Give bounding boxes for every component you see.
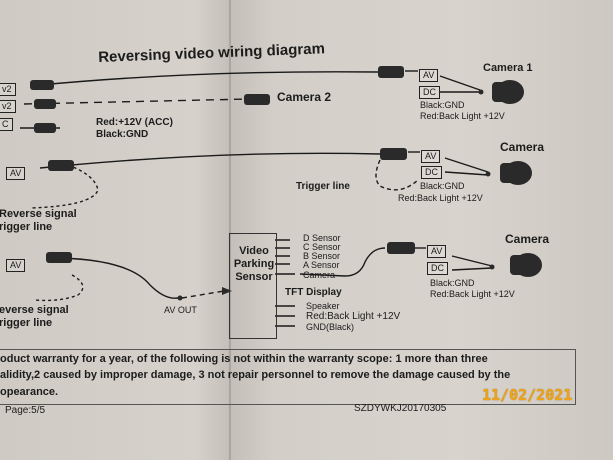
left-connector-3: [34, 123, 56, 133]
camera2-label: Camera 2: [277, 90, 332, 104]
av-out-label: AV OUT: [164, 305, 197, 315]
camera-low-connector: [387, 242, 415, 254]
sensor-unit-label: Video Parking Sensor: [233, 245, 275, 283]
left-fragment-box-1: v2: [0, 83, 16, 96]
warranty-line-2: alidity,2 caused by improper damage, 3 n…: [0, 369, 511, 381]
warranty-box: [0, 349, 576, 405]
left-av-box-1: AV: [6, 167, 26, 180]
left-fragment-box-3: C: [0, 118, 13, 131]
date-stamp: 11/02/2021: [482, 386, 573, 404]
av-out-cable: [59, 257, 179, 299]
warranty-line-1: oduct warranty for a year, of the follow…: [0, 353, 488, 365]
left-connector-1: [30, 80, 54, 90]
sensor-unit-box: [229, 233, 277, 339]
camera-mid-connector: [380, 148, 407, 160]
left-connector-5: [46, 252, 72, 263]
power-black-gnd: Black:GND: [96, 129, 149, 140]
tft-display-label: TFT Display: [285, 287, 342, 298]
sensor-input-a: A Sensor: [303, 260, 340, 270]
warranty-line-3: opearance.: [0, 386, 59, 398]
camera-low-red-backlight: Red:Back Light +12V: [430, 289, 515, 299]
sensor-input-b: B Sensor: [303, 251, 341, 261]
left-connector-2: [34, 99, 56, 109]
trigger-line-label: Trigger line: [296, 181, 350, 192]
camera1-branch: [439, 75, 481, 93]
camera-mid-av-box: AV: [421, 150, 441, 163]
reverse-signal-label-2: everse signal: [0, 304, 69, 316]
power-red-acc: Red:+12V (ACC): [96, 117, 173, 128]
camera-mid-black-gnd: Black:GND: [420, 181, 465, 191]
sensor-input-camera: Camera: [303, 270, 336, 280]
reverse-signal-label-1: Reverse signal: [0, 208, 77, 220]
paper-fold: [229, 0, 231, 460]
camera-low-av-box: AV: [427, 245, 447, 258]
camera-low-dc-box: DC: [427, 262, 448, 275]
trigger-line-label-1: rigger line: [0, 221, 53, 233]
sensor-output-speaker: Speaker: [306, 301, 340, 311]
camera2-connector: [244, 94, 270, 105]
trigger-dashed: [375, 159, 419, 191]
document-code: SZDYWKJ20170305: [354, 403, 447, 414]
camera-mid-cable: [39, 152, 381, 169]
sensor-output-gnd: GND(Black): [306, 322, 355, 332]
camera-mid-red-backlight: Red:Back Light +12V: [398, 193, 483, 203]
paper-right-page: [228, 0, 613, 460]
camera1-red-backlight: Red:Back Light +12V: [420, 111, 505, 121]
sensor-input-d: D Sensor: [303, 233, 341, 243]
camera-low-black-gnd: Black:GND: [430, 278, 475, 288]
page-number: Page:5/5: [5, 405, 46, 416]
trigger-line-label-2: rigger line: [0, 317, 53, 329]
camera1-label: Camera 1: [483, 62, 533, 74]
reverse-signal-dotted-1: [29, 164, 99, 209]
camera1-black-gnd: Black:GND: [420, 100, 465, 110]
camera1-dc-box: DC: [419, 86, 440, 99]
sensor-output-backlight: Red:Back Light +12V: [306, 311, 401, 322]
left-av-box-2: AV: [6, 259, 26, 272]
camera-low-cable: [299, 247, 386, 277]
sensor-input-c: C Sensor: [303, 242, 341, 252]
camera-low-label: Camera: [505, 232, 550, 246]
camera-mid-label: Camera: [500, 140, 545, 154]
camera1-av-box: AV: [419, 69, 439, 82]
camera1-cable: [39, 71, 379, 86]
reverse-signal-dotted-2: [34, 274, 84, 302]
paper-left-page: [0, 0, 230, 460]
left-fragment-box-2: v2: [0, 100, 16, 113]
left-connector-4: [48, 160, 74, 171]
camera-mid-dc-box: DC: [421, 166, 442, 179]
camera1-connector: [378, 66, 404, 78]
camera2-dashed-cable: [23, 98, 251, 105]
